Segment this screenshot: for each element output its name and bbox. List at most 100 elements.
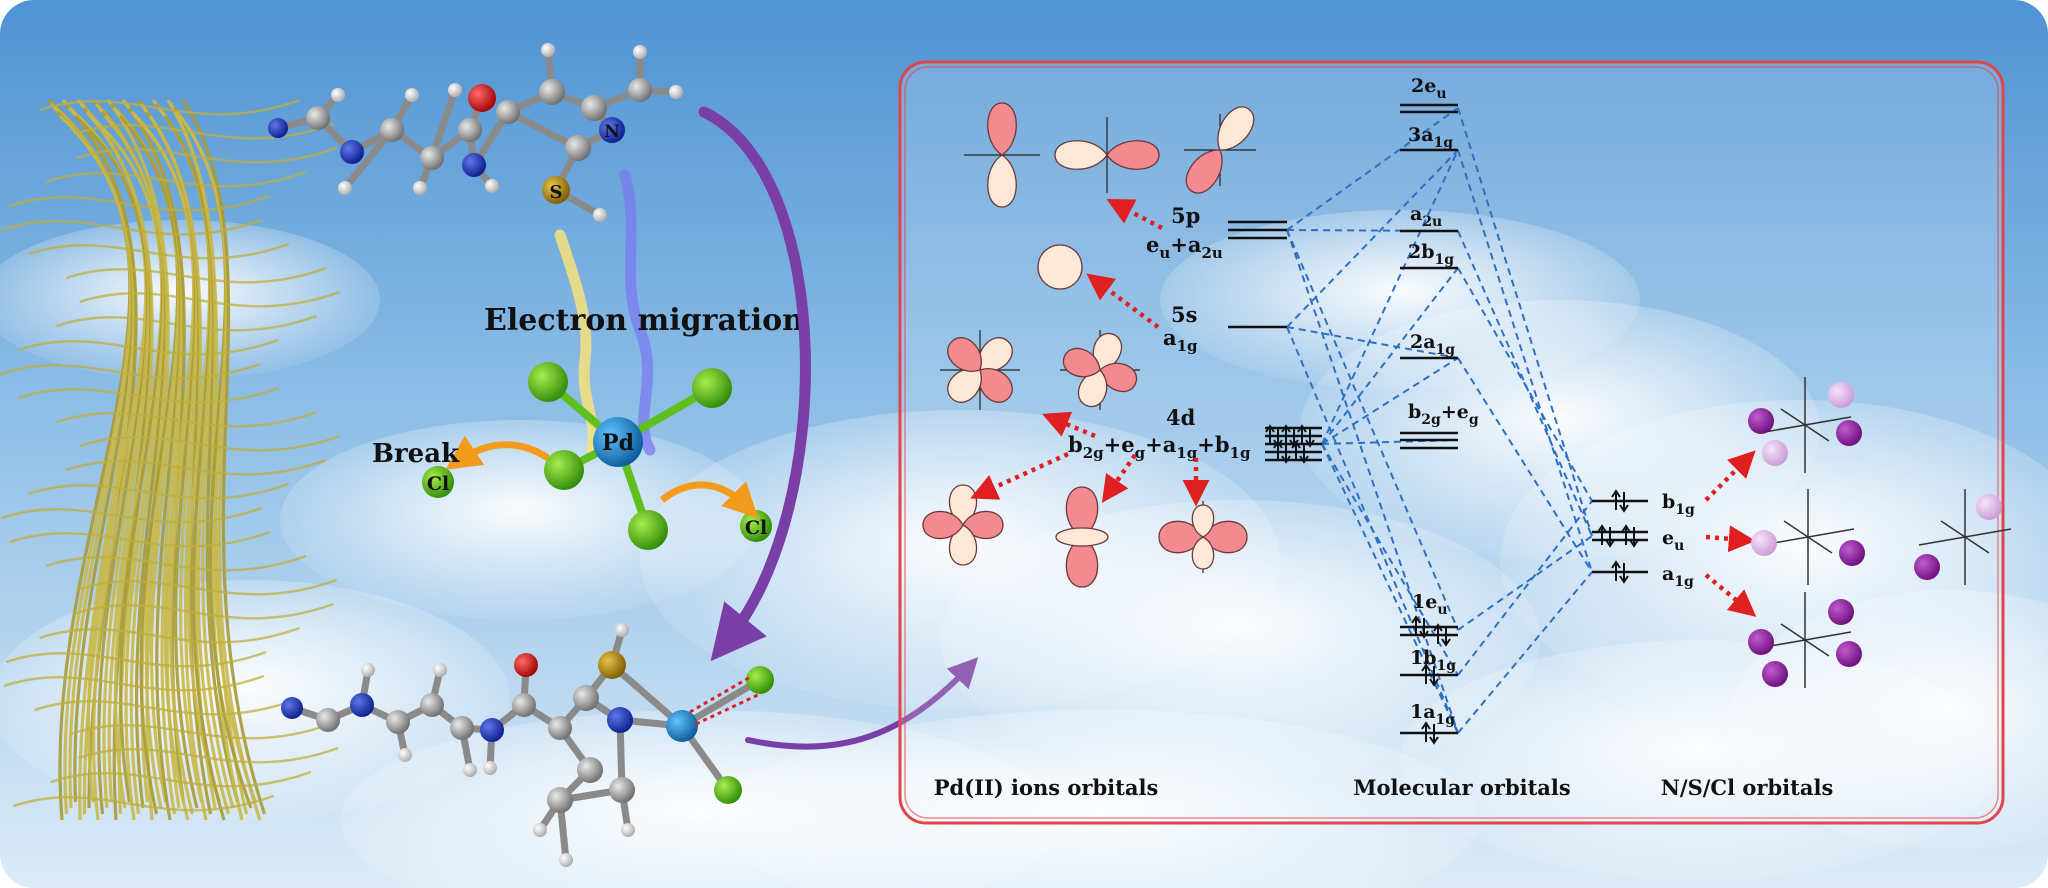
pd-4d-electron-pair <box>1297 424 1315 448</box>
bottom-mol-atom <box>386 710 410 734</box>
red-dotted-arrow <box>1704 573 1757 617</box>
fiber-bundle <box>0 98 341 821</box>
top-mol-atom <box>340 140 364 164</box>
top-mol-atom <box>380 118 404 142</box>
coordination-bond-dashed <box>695 692 761 726</box>
break-label: Break <box>372 439 460 469</box>
bottom-mol-atom <box>433 663 447 677</box>
cl-label-left: Cl <box>427 473 449 495</box>
mo-correlation-line <box>1457 107 1593 537</box>
fiber-cross-strand <box>76 578 337 596</box>
label-4d-sym: b2g+eg+a1g+b1g <box>1068 432 1251 462</box>
top-mol-atom <box>541 43 555 57</box>
dz2-orbital-lobe <box>1065 486 1099 538</box>
break-arrow-left <box>445 435 550 470</box>
fiber-cross-strand <box>9 194 271 212</box>
ligand-a1g-icon <box>1748 592 1862 688</box>
bottom-mol-atom <box>350 693 374 717</box>
fiber-cross-strand <box>45 554 307 572</box>
d-orbital-lobe <box>1077 369 1108 408</box>
ligand-eu-icon <box>1751 489 1865 585</box>
fiber-cross-strand <box>9 530 271 548</box>
p-orbital-lobe <box>1185 149 1223 194</box>
mo-correlation-line <box>1457 149 1593 573</box>
top-mol-atom <box>669 85 683 99</box>
label-5s-sym: a1g <box>1163 325 1198 355</box>
bottom-mol-atom <box>512 693 536 717</box>
d-orbital-lobe <box>947 337 982 372</box>
mo-correlation-line <box>1286 229 1459 232</box>
fiber-cross-strand <box>56 410 318 428</box>
p-orbital-lobe <box>987 154 1017 208</box>
electron-flow-nitrogen <box>619 169 656 456</box>
d-orbital-lobe <box>978 368 1013 403</box>
chlorine-atom <box>692 368 732 408</box>
ligand-lobe-ball <box>1828 599 1854 625</box>
fiber-cross-strand <box>1 506 262 524</box>
mo-correlation-line <box>1457 571 1593 734</box>
top-mol-atom <box>542 176 570 204</box>
label-4d: 4d <box>1166 405 1196 430</box>
fiber-cross-strand <box>45 170 307 188</box>
mo-1b1g-electron-pair <box>1421 663 1439 687</box>
top-mol-atom <box>468 84 496 112</box>
fiber-cross-strand <box>65 266 327 284</box>
complex-molecule-bottom <box>281 623 774 867</box>
top-mol-atom <box>458 118 482 142</box>
d-orbital-lobe <box>962 510 1004 540</box>
dz2-orbital-torus <box>1055 527 1109 547</box>
fiber-cross-strand <box>5 650 267 668</box>
into-panel-arrow <box>745 657 979 750</box>
mo-correlation-line <box>1457 357 1593 573</box>
pd-4d-electron-pair <box>1291 440 1309 464</box>
d-orbital-lobe <box>1092 332 1123 371</box>
ligand-isolated-icon <box>1914 489 2012 585</box>
p-orbital-lobe <box>1217 106 1255 151</box>
top-mol-atom <box>633 45 647 59</box>
mo-correlation-line <box>1286 229 1459 734</box>
orbital-panel-frame <box>898 60 2005 825</box>
d-orbital-lobe <box>922 510 964 540</box>
pd-orbital-labels: 5p eu+a2u 5s a1g 4d b2g+eg+a1g+b1g <box>1068 203 1251 462</box>
d-orbital-lobe <box>1202 520 1248 554</box>
red-dotted-arrow <box>1704 450 1756 502</box>
top-mol-atom <box>448 83 462 97</box>
cloud <box>280 420 760 620</box>
top-mol-atom <box>539 79 565 105</box>
ligand-orbital-label: eu <box>1662 527 1684 554</box>
detached-chlorine-left <box>422 466 454 498</box>
mo-correlation-line <box>1321 443 1459 734</box>
fiber-cross-strand <box>28 482 289 500</box>
bottom-mol-atom <box>463 763 477 777</box>
p-orbital-lobe <box>1054 140 1108 170</box>
mo-correlation-line <box>1457 535 1593 631</box>
mo-label: 3a1g <box>1408 124 1453 151</box>
fiber-cross-strand <box>77 746 339 764</box>
top-mol-atom <box>462 153 486 177</box>
mo-correlation-line <box>1457 500 1593 676</box>
ligand-b1g-electron-pair <box>1611 489 1629 513</box>
fiber-cross-strand <box>75 146 337 164</box>
coordination-bond-dashed <box>689 674 753 714</box>
fiber-cross-strand <box>18 386 279 404</box>
column-title-pd: Pd(II) ions orbitals <box>934 775 1159 800</box>
d-orbital-lobe <box>1062 347 1101 378</box>
fiber-cross-strand <box>79 434 341 452</box>
mo-1eu-electron-pair <box>1433 623 1451 647</box>
electron-migration-label: Electron migration <box>484 303 804 338</box>
top-mol-atom <box>628 78 652 102</box>
top-mol-atom <box>593 208 607 222</box>
top-mol-atom <box>405 88 419 102</box>
d-orbital-lobe <box>948 524 978 566</box>
d-orbital-lobe <box>1191 536 1215 570</box>
chlorine-atom <box>544 450 584 490</box>
ligand-eu-electron-pair <box>1621 524 1639 548</box>
pd-4d-electron-pair <box>1273 440 1291 464</box>
ligand-orbital-label: b1g <box>1662 491 1695 518</box>
bottom-mol-atom <box>398 748 412 762</box>
bottom-mol-atom <box>609 777 635 803</box>
bottom-mol-atom <box>533 823 547 837</box>
top-mol-atom <box>496 100 520 124</box>
